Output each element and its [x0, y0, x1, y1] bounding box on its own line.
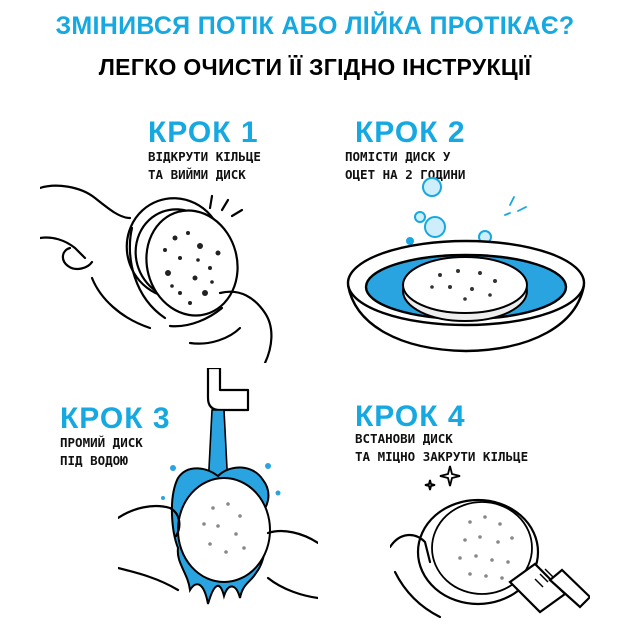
disc-under-tap-icon — [118, 368, 318, 605]
step-2-title: КРОК 2 — [355, 116, 466, 149]
hand-unscrewing-ring-icon — [40, 184, 273, 363]
step-1-line-1: ВІДКРУТИ КІЛЬЦЕ — [148, 149, 261, 164]
step-1-title: КРОК 1 — [148, 116, 259, 149]
step-3-title: КРОК 3 — [60, 402, 171, 435]
headline-instruction: ЛЕГКО ОЧИСТИ ЇЇ ЗГІДНО ІНСТРУКЦІЇ — [98, 54, 532, 80]
hand-installing-disc-icon — [390, 465, 590, 619]
step-1-line-2: ТА ВИЙМИ ДИСК — [148, 167, 246, 182]
step-2-line-1: ПОМІСТИ ДИСК У — [345, 149, 451, 164]
step-3-description: ПРОМИЙ ДИСК ПІД ВОДОЮ — [60, 434, 143, 470]
step-4-title: КРОК 4 — [355, 400, 466, 433]
step-3-line-2: ПІД ВОДОЮ — [60, 453, 128, 468]
step-4-line-1: ВСТАНОВИ ДИСК — [355, 431, 453, 446]
disc-in-vinegar-bowl-icon — [346, 177, 586, 353]
step-4-description: ВСТАНОВИ ДИСК ТА МІЦНО ЗАКРУТИ КІЛЬЦЕ — [355, 430, 528, 466]
headline-question: ЗМІНИВСЯ ПОТІК АБО ЛІЙКА ПРОТІКАЄ? — [55, 12, 575, 40]
step-3-line-1: ПРОМИЙ ДИСК — [60, 435, 143, 450]
step-4-line-2: ТА МІЦНО ЗАКРУТИ КІЛЬЦЕ — [355, 449, 529, 464]
step-1-description: ВІДКРУТИ КІЛЬЦЕ ТА ВИЙМИ ДИСК — [148, 148, 261, 184]
